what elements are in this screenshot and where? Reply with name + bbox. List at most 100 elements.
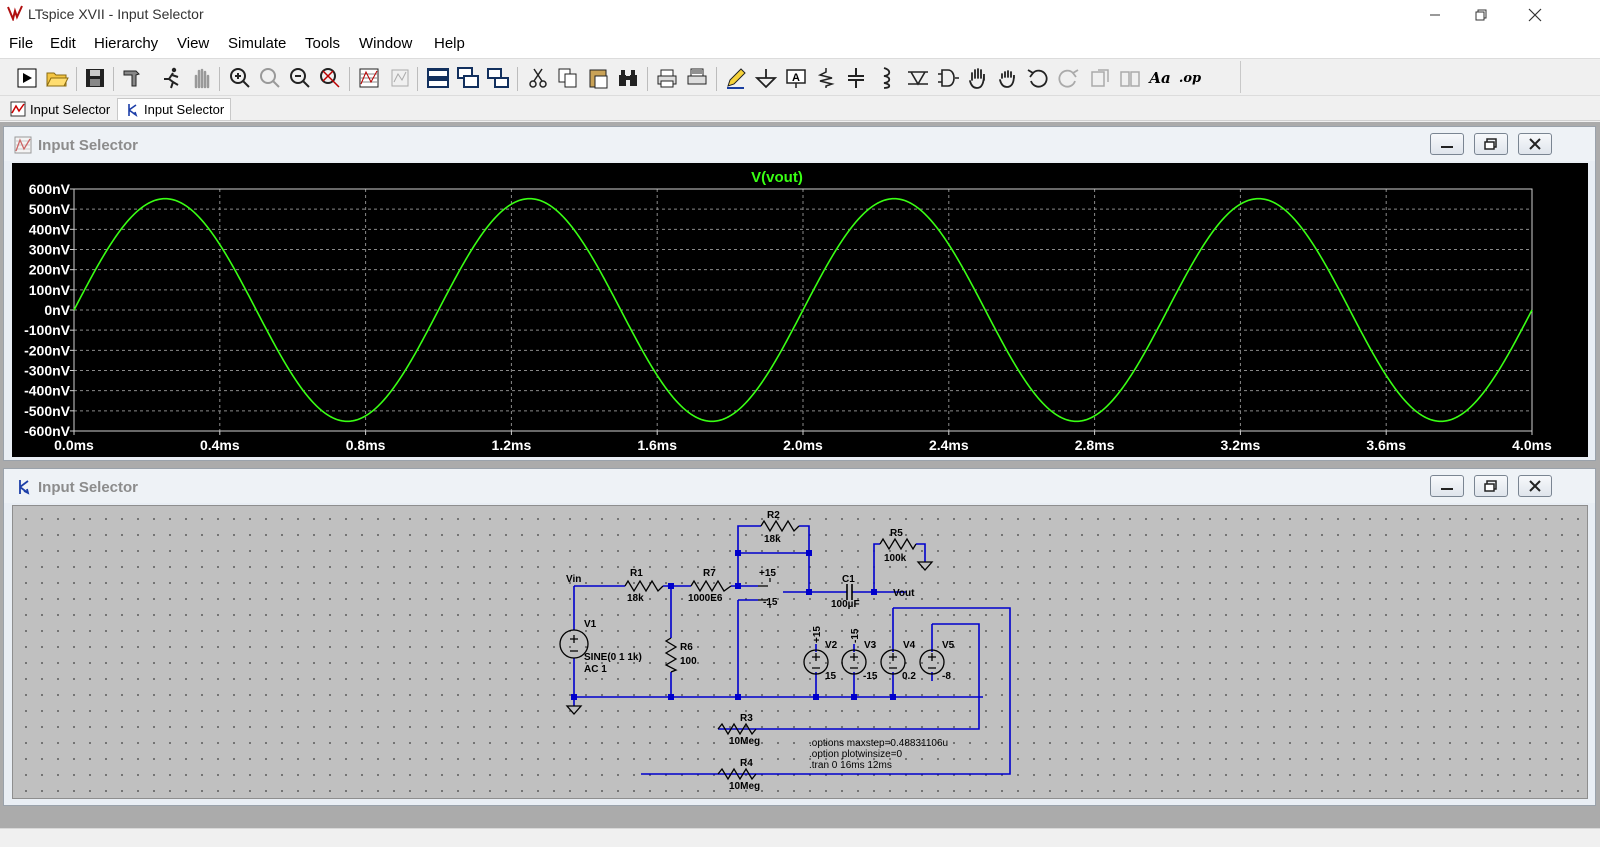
label-r1-value[interactable]: 18k: [627, 593, 644, 604]
menu-window[interactable]: Window: [359, 35, 413, 52]
redo-button[interactable]: [1054, 64, 1082, 92]
waveform-maximize-button[interactable]: [1474, 133, 1508, 155]
cascade-button[interactable]: [454, 64, 482, 92]
zoom-out-button[interactable]: [286, 64, 314, 92]
schematic-drawing[interactable]: Vin Vout R1 18k R7 1000E6 R2 18k R5 100k…: [13, 506, 1589, 800]
zoom-in-button[interactable]: [226, 64, 254, 92]
schematic-canvas[interactable]: Vin Vout R1 18k R7 1000E6 R2 18k R5 100k…: [12, 505, 1588, 799]
label-v2-value[interactable]: 15: [825, 671, 837, 682]
label-v2-net[interactable]: +15: [812, 626, 823, 643]
component-button[interactable]: [934, 64, 962, 92]
label-r1[interactable]: R1: [630, 568, 643, 579]
label-v2[interactable]: V2: [825, 640, 838, 651]
resistor-button[interactable]: [812, 64, 840, 92]
find-button[interactable]: [614, 64, 642, 92]
move-button[interactable]: [964, 64, 992, 92]
diode-button[interactable]: [904, 64, 932, 92]
label-net-button[interactable]: A: [782, 64, 810, 92]
open-button[interactable]: [43, 64, 71, 92]
label-r3-value[interactable]: 10Meg: [729, 736, 760, 747]
print-preview-button[interactable]: [683, 64, 711, 92]
label-v1-value[interactable]: SINE(0 1 1k): [584, 652, 642, 663]
control-panel-button[interactable]: [118, 64, 146, 92]
label-v1-ac[interactable]: AC 1: [584, 664, 607, 675]
waveform-minimize-button[interactable]: [1430, 133, 1464, 155]
tile-vertical-button[interactable]: [484, 64, 512, 92]
label-r6[interactable]: R6: [680, 642, 693, 653]
undo-button[interactable]: [1024, 64, 1052, 92]
label-c1-value[interactable]: 100µF: [831, 599, 860, 610]
draw-wire-button[interactable]: [722, 64, 750, 92]
label-v4[interactable]: V4: [903, 640, 916, 651]
halt-button[interactable]: [187, 64, 215, 92]
label-r2[interactable]: R2: [767, 510, 780, 521]
menu-hierarchy[interactable]: Hierarchy: [94, 35, 159, 52]
label-vin[interactable]: Vin: [566, 574, 581, 585]
print-button[interactable]: [653, 64, 681, 92]
waveform-chart[interactable]: 600nV500nV400nV300nV200nV100nV0nV-100nV-…: [12, 163, 1588, 457]
spice-directive-button[interactable]: .op: [1176, 64, 1204, 92]
schematic-minimize-button[interactable]: [1430, 475, 1464, 497]
chart-title[interactable]: V(vout): [751, 169, 803, 186]
restore-button[interactable]: [1458, 0, 1504, 30]
label-r7[interactable]: R7: [703, 568, 716, 579]
label-v5-value[interactable]: -8: [942, 671, 951, 682]
minimize-button[interactable]: [1412, 0, 1458, 30]
schematic-window-titlebar[interactable]: Input Selector: [4, 469, 1595, 503]
schematic-maximize-button[interactable]: [1474, 475, 1508, 497]
capacitor-button[interactable]: [842, 64, 870, 92]
label-r2-value[interactable]: 18k: [764, 534, 781, 545]
waveform-window-titlebar[interactable]: Input Selector: [4, 127, 1595, 161]
new-schematic-button[interactable]: [13, 64, 41, 92]
label-opamp-minus-supply[interactable]: -15: [763, 597, 778, 608]
mirror-button[interactable]: [1116, 64, 1144, 92]
label-r5-value[interactable]: 100k: [884, 553, 907, 564]
zoom-fit-button[interactable]: [316, 64, 344, 92]
rotate-button[interactable]: [1086, 64, 1114, 92]
zoom-pan-button[interactable]: [256, 64, 284, 92]
series-vout-line[interactable]: [73, 197, 1533, 423]
label-r7-value[interactable]: 1000E6: [688, 593, 723, 604]
close-button[interactable]: [1512, 0, 1558, 30]
schematic-close-button[interactable]: [1518, 475, 1552, 497]
autorange-button[interactable]: [355, 64, 383, 92]
label-v5[interactable]: V5: [942, 640, 955, 651]
label-c1[interactable]: C1: [842, 574, 855, 585]
tile-horizontal-button[interactable]: [424, 64, 452, 92]
tab-waveform[interactable]: Input Selector: [4, 98, 116, 120]
menu-tools[interactable]: Tools: [305, 35, 341, 52]
label-r5[interactable]: R5: [890, 528, 903, 539]
inductor-button[interactable]: [872, 64, 900, 92]
menu-file[interactable]: File: [9, 35, 34, 52]
label-v3[interactable]: V3: [864, 640, 877, 651]
label-r3[interactable]: R3: [740, 713, 753, 724]
run-button[interactable]: [157, 64, 185, 92]
menu-edit[interactable]: Edit: [50, 35, 76, 52]
cut-button[interactable]: [524, 64, 552, 92]
menu-view[interactable]: View: [177, 35, 210, 52]
text-button[interactable]: Aa: [1146, 64, 1174, 92]
label-opamp-plus-supply[interactable]: +15: [759, 568, 776, 579]
menu-simulate[interactable]: Simulate: [228, 35, 287, 52]
copy-button[interactable]: [554, 64, 582, 92]
label-r4[interactable]: R4: [740, 758, 753, 769]
paste-button[interactable]: [584, 64, 612, 92]
waveform-close-button[interactable]: [1518, 133, 1552, 155]
label-r4-value[interactable]: 10Meg: [729, 781, 760, 792]
directive-options[interactable]: .options maxstep=0.48831106u: [809, 738, 948, 749]
label-vout[interactable]: Vout: [893, 588, 915, 599]
label-v3-net[interactable]: -15: [850, 628, 861, 643]
label-v4-value[interactable]: 0.2: [902, 671, 916, 682]
label-v3-value[interactable]: -15: [863, 671, 878, 682]
directive-plotwinsize[interactable]: .option plotwinsize=0: [809, 749, 903, 760]
ground-button[interactable]: [752, 64, 780, 92]
add-trace-button[interactable]: [386, 64, 414, 92]
save-button[interactable]: [81, 64, 109, 92]
drag-button[interactable]: [994, 64, 1022, 92]
tab-schematic[interactable]: Input Selector: [117, 98, 232, 120]
label-v1[interactable]: V1: [584, 619, 597, 630]
directive-tran[interactable]: .tran 0 16ms 12ms: [809, 760, 892, 771]
menu-help[interactable]: Help: [434, 35, 465, 52]
label-r6-value[interactable]: 100: [680, 656, 697, 667]
